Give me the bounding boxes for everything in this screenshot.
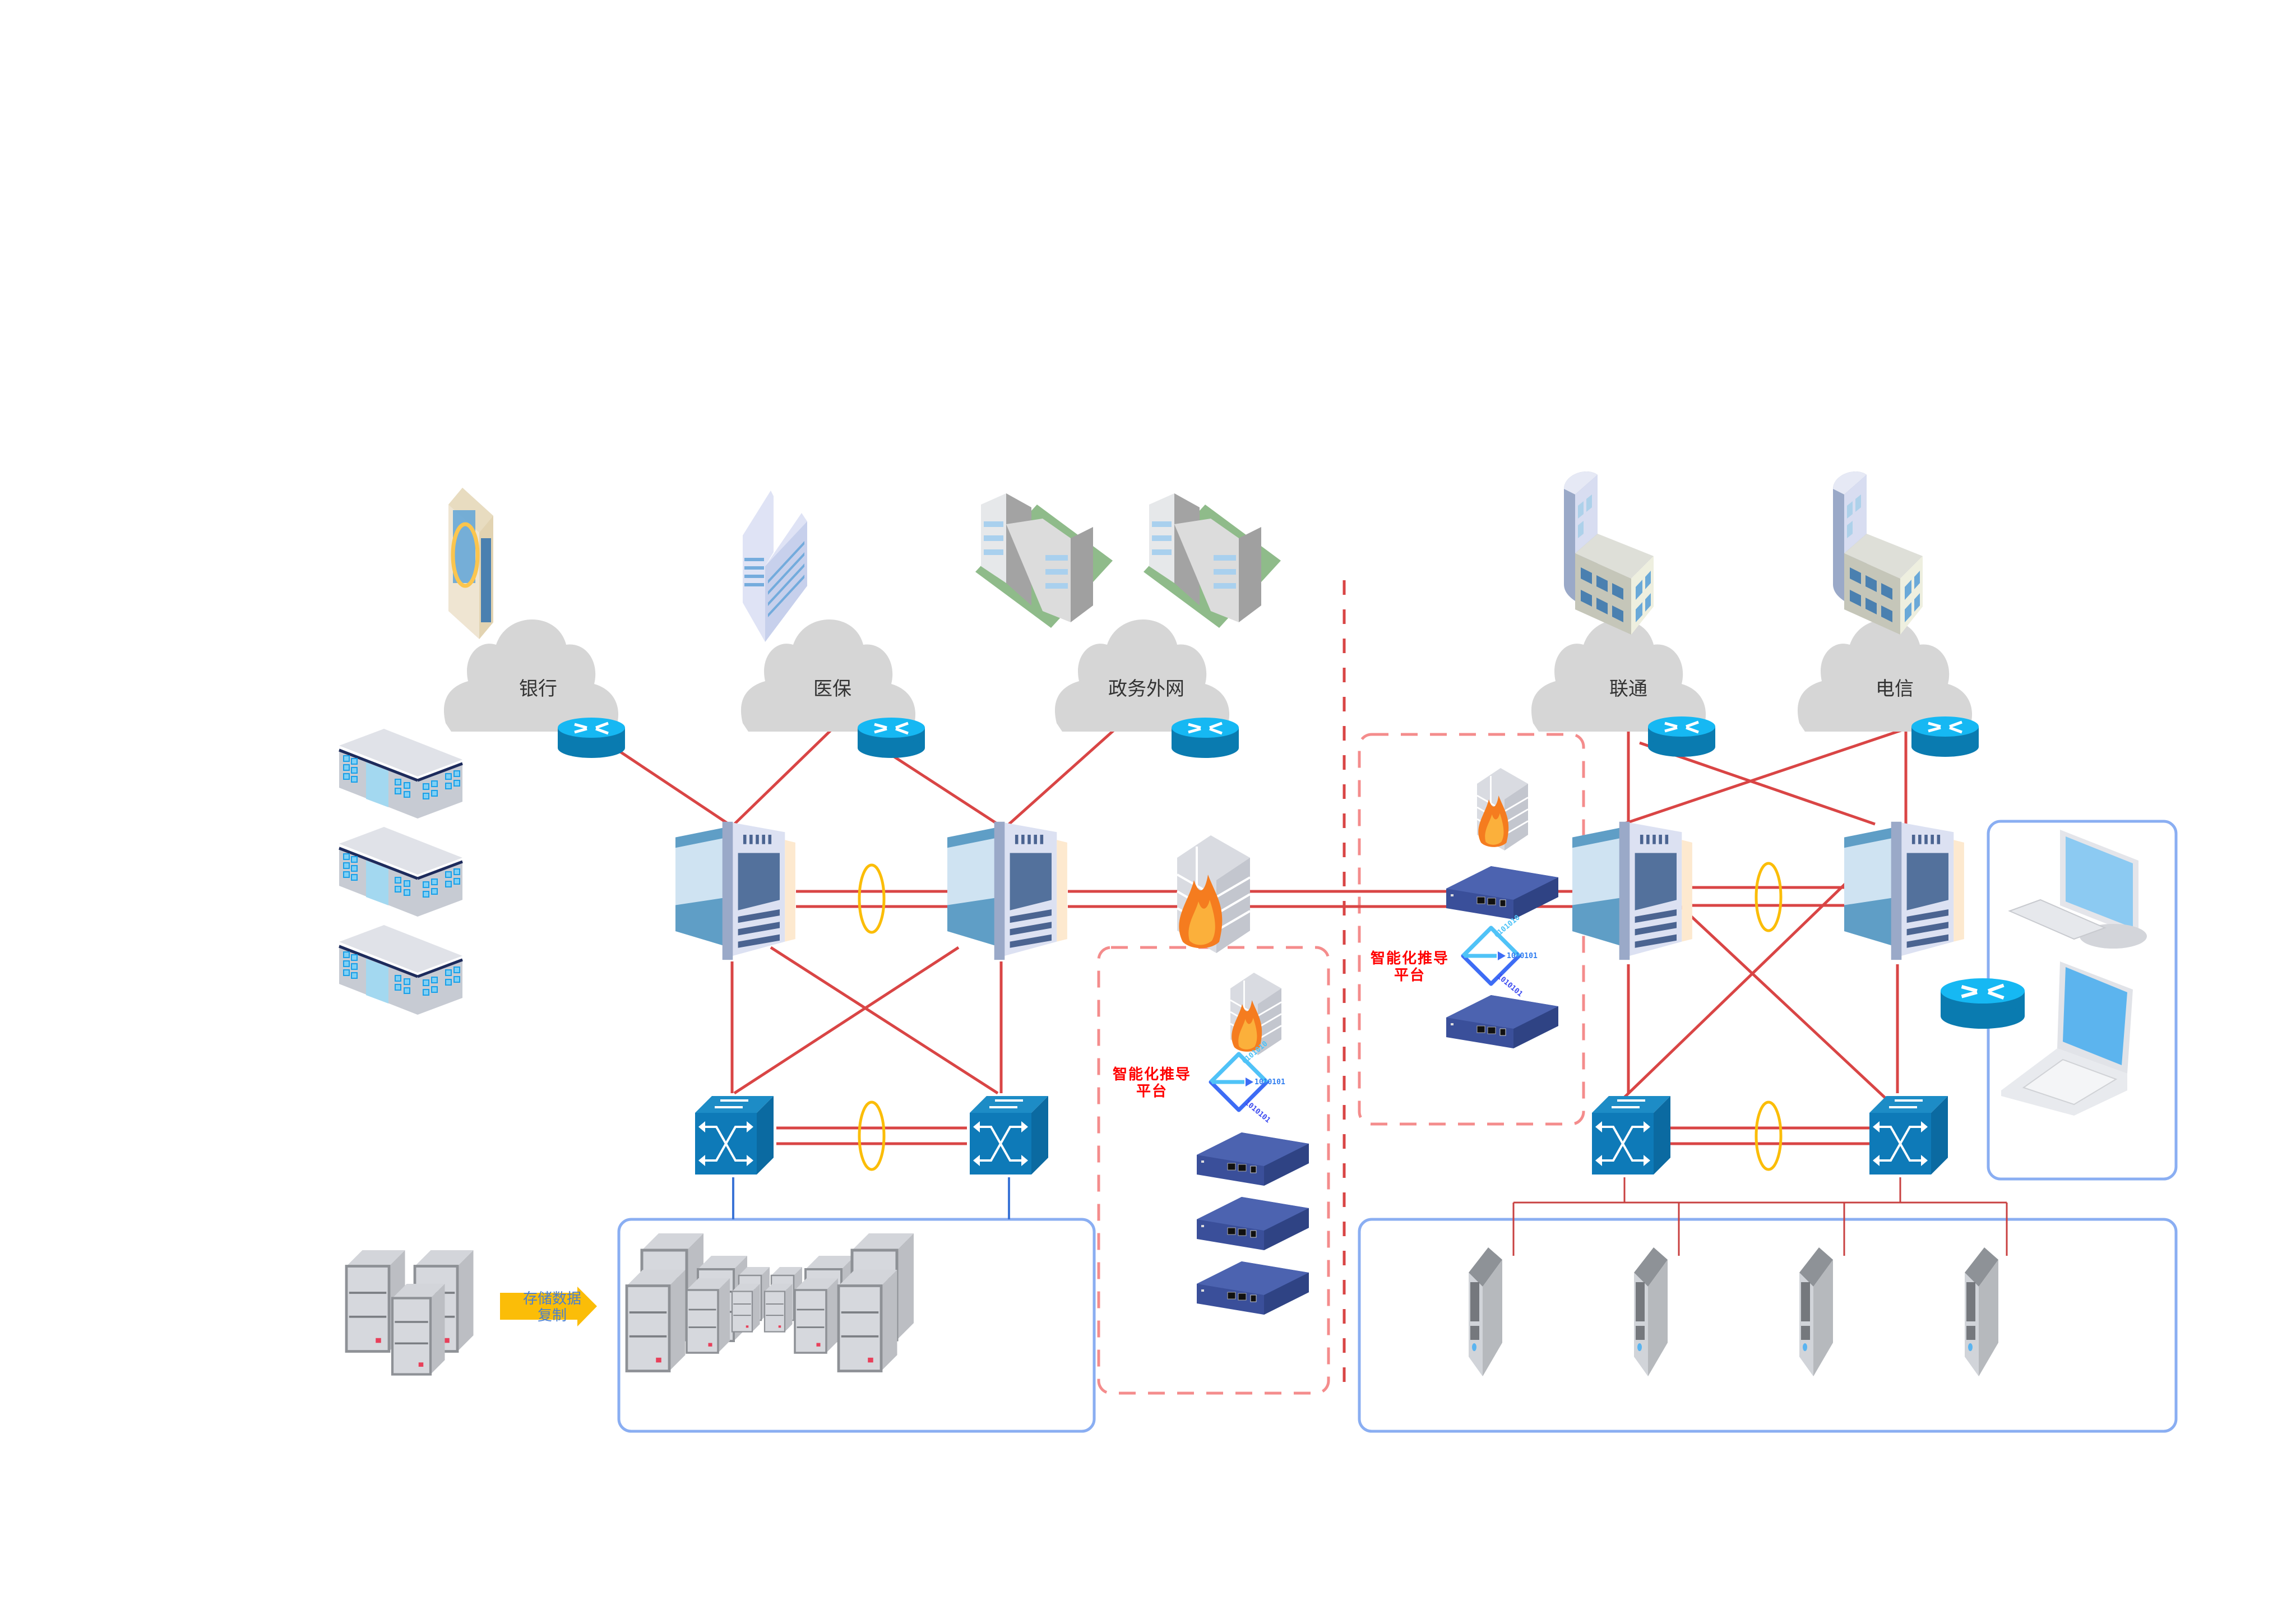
lag-ring-left-core <box>858 863 886 934</box>
tower-building-icon <box>1564 471 1654 635</box>
cloud-label: 电信 <box>1876 678 1914 700</box>
platform-label-line1: 智能化推导 <box>1113 1066 1191 1083</box>
cloud-unicom[interactable]: 联通 <box>1531 619 1706 732</box>
binary-text: 1010101 <box>1495 973 1524 999</box>
intelligent-platform-icon[interactable]: 1010101 0101010 1010101 <box>1463 913 1538 998</box>
core-server-left-2[interactable] <box>947 821 1067 960</box>
server-farm-zone <box>1358 1218 2178 1433</box>
firewall-icon[interactable] <box>1476 767 1529 852</box>
cloud-label: 联通 <box>1609 678 1647 700</box>
router-icon[interactable] <box>1911 716 1979 757</box>
core-server-right-1[interactable] <box>1572 821 1692 960</box>
platform-label-line2: 平台 <box>1394 967 1425 984</box>
right-security-zone <box>1358 733 1585 1126</box>
storage-cluster <box>627 1233 914 1371</box>
cloud-medical[interactable]: 医保 <box>740 619 916 732</box>
security-appliance-icon[interactable] <box>1196 1261 1309 1315</box>
binary-text: 1010101 <box>1255 1078 1285 1086</box>
cloud-telecom[interactable]: 电信 <box>1797 619 1973 732</box>
router-icon[interactable] <box>558 718 625 758</box>
core-server-right-2[interactable] <box>1844 821 1964 960</box>
cloud-bank[interactable]: 银行 <box>443 619 619 732</box>
platform-label-line1: 智能化推导 <box>1371 950 1449 967</box>
lag-ring-right-core <box>1755 862 1783 932</box>
government-buildings-icon <box>1144 493 1281 628</box>
server-tower-icon[interactable] <box>1965 1247 1998 1376</box>
binary-text: 1010101 <box>1243 1099 1272 1125</box>
branch-office-building-icon <box>339 729 462 819</box>
cloud-gov[interactable]: 政务外网 <box>1054 619 1230 732</box>
source-storage-icon <box>346 1250 474 1375</box>
bank-building-icon <box>448 488 493 639</box>
security-appliance-icon[interactable] <box>1196 1196 1309 1251</box>
lag-ring-left-access <box>858 1101 886 1171</box>
server-tower-icon[interactable] <box>1799 1247 1833 1376</box>
desktop-computer-icon[interactable] <box>2008 830 2147 949</box>
lag-ring-right-access <box>1755 1101 1783 1171</box>
router-icon[interactable] <box>1941 978 2025 1029</box>
security-appliance-icon[interactable] <box>1446 995 1559 1049</box>
router-icon[interactable] <box>1648 716 1715 757</box>
branch-office-building-icon <box>339 925 462 1015</box>
core-server-left-1[interactable] <box>675 821 795 960</box>
firewall-icon[interactable] <box>1176 834 1251 954</box>
tower-building-icon <box>1833 471 1923 635</box>
router-icon[interactable] <box>858 718 925 758</box>
router-icon[interactable] <box>1172 718 1239 758</box>
government-buildings-icon <box>975 493 1113 628</box>
storage-zone <box>617 1218 1096 1433</box>
server-tower-icon[interactable] <box>1469 1247 1502 1376</box>
binary-text: 1010101 <box>1507 952 1538 960</box>
laptop-icon[interactable] <box>2001 961 2133 1116</box>
cloud-label: 银行 <box>519 678 557 700</box>
arrow-label-line1: 存储数据 <box>523 1291 581 1307</box>
access-switch-left-2[interactable] <box>969 1095 1049 1176</box>
platform-label-line2: 平台 <box>1136 1083 1168 1100</box>
security-appliance-icon[interactable] <box>1446 866 1559 920</box>
access-switch-right-2[interactable] <box>1868 1095 1949 1176</box>
access-switch-left-1[interactable] <box>694 1095 775 1176</box>
links <box>610 726 2008 1256</box>
firewall-icon[interactable] <box>1229 972 1283 1056</box>
office-building-icon <box>743 491 807 642</box>
intelligent-platform-icon[interactable]: 1010101 0101010 1010101 <box>1211 1039 1285 1125</box>
arrow-label-line2: 复制 <box>538 1307 567 1324</box>
security-appliance-icon[interactable] <box>1196 1132 1309 1186</box>
server-tower-icon[interactable] <box>1634 1247 1668 1376</box>
access-switch-right-1[interactable] <box>1591 1095 1672 1176</box>
cloud-label: 政务外网 <box>1108 678 1184 700</box>
branch-office-building-icon <box>339 827 462 917</box>
cloud-label: 医保 <box>813 678 851 700</box>
storage-replication-arrow: 存储数据 复制 <box>500 1287 597 1326</box>
